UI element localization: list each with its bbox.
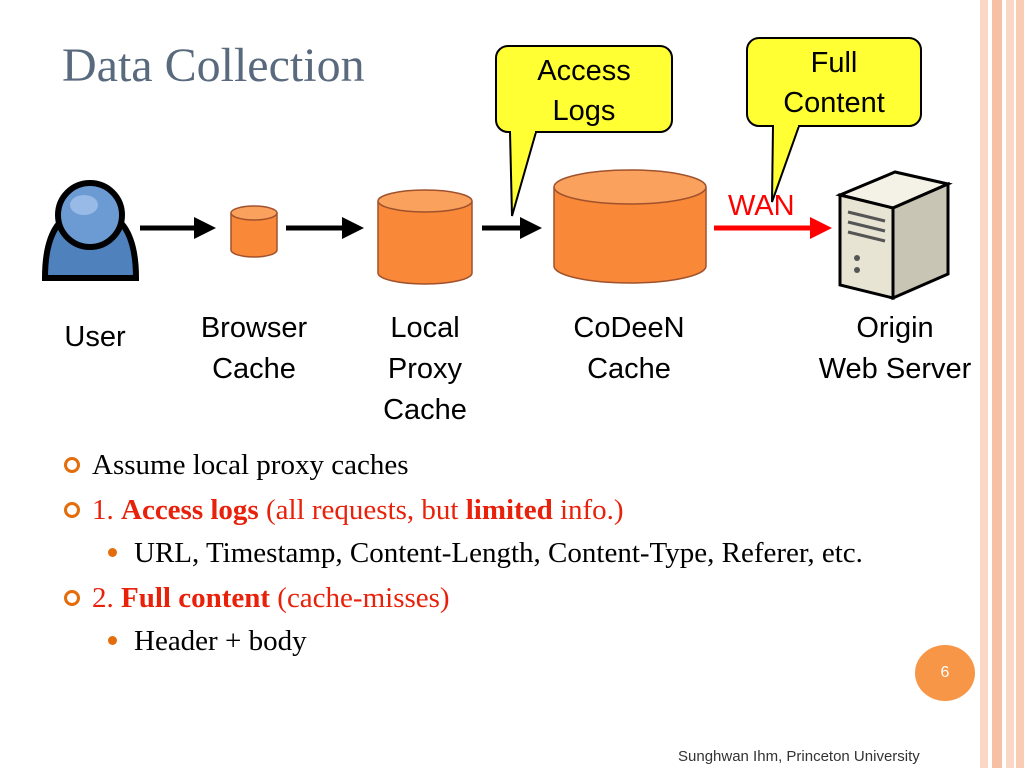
sub-bullet-item: Header + body	[64, 622, 864, 660]
codeen-cache-label: CoDeeN Cache	[573, 312, 685, 385]
flow-arrow	[286, 217, 364, 239]
browser-cache-label: Browser Cache	[200, 312, 308, 385]
bullet-ring-icon	[64, 590, 80, 606]
callout-access-logs	[495, 45, 673, 217]
decor-stripe	[1006, 0, 1014, 768]
bullet-dot-icon	[108, 548, 117, 557]
sub-bullet-item: URL, Timestamp, Content-Length, Content-…	[64, 534, 864, 572]
page-number-badge: 6	[915, 645, 975, 701]
callout-full-content	[746, 37, 922, 203]
bullet-item: 2. Full content (cache-misses)	[64, 579, 864, 617]
bullet-ring-icon	[64, 457, 80, 473]
browser-cache-cylinder	[230, 205, 278, 258]
bullet-list: Assume local proxy caches 1. Access logs…	[64, 446, 864, 660]
callout-full-content-text: Full Content	[783, 47, 885, 119]
footer-credit: Sunghwan Ihm, Princeton University	[678, 748, 920, 765]
decor-stripe	[992, 0, 1002, 768]
codeen-cache-cylinder	[553, 169, 707, 284]
local-proxy-cache-cylinder	[377, 189, 473, 285]
user-icon	[41, 180, 140, 281]
slide-title: Data Collection	[62, 39, 365, 92]
local-proxy-cache-label: Local Proxy Cache	[383, 312, 467, 426]
flow-arrow	[140, 217, 216, 239]
decor-stripe	[980, 0, 988, 768]
flow-arrow	[482, 217, 542, 239]
wan-label: WAN	[728, 190, 795, 222]
decor-stripe	[1016, 0, 1024, 768]
user-label: User	[64, 321, 126, 353]
bullet-item: 1. Access logs (all requests, but limite…	[64, 491, 864, 529]
origin-web-server-label: Origin Web Server	[818, 312, 972, 385]
bullet-item: Assume local proxy caches	[64, 446, 864, 484]
bullet-ring-icon	[64, 502, 80, 518]
wan-arrow	[714, 217, 832, 239]
bullet-dot-icon	[108, 636, 117, 645]
server-icon	[835, 170, 953, 301]
callout-access-logs-text: Access Logs	[537, 55, 631, 127]
